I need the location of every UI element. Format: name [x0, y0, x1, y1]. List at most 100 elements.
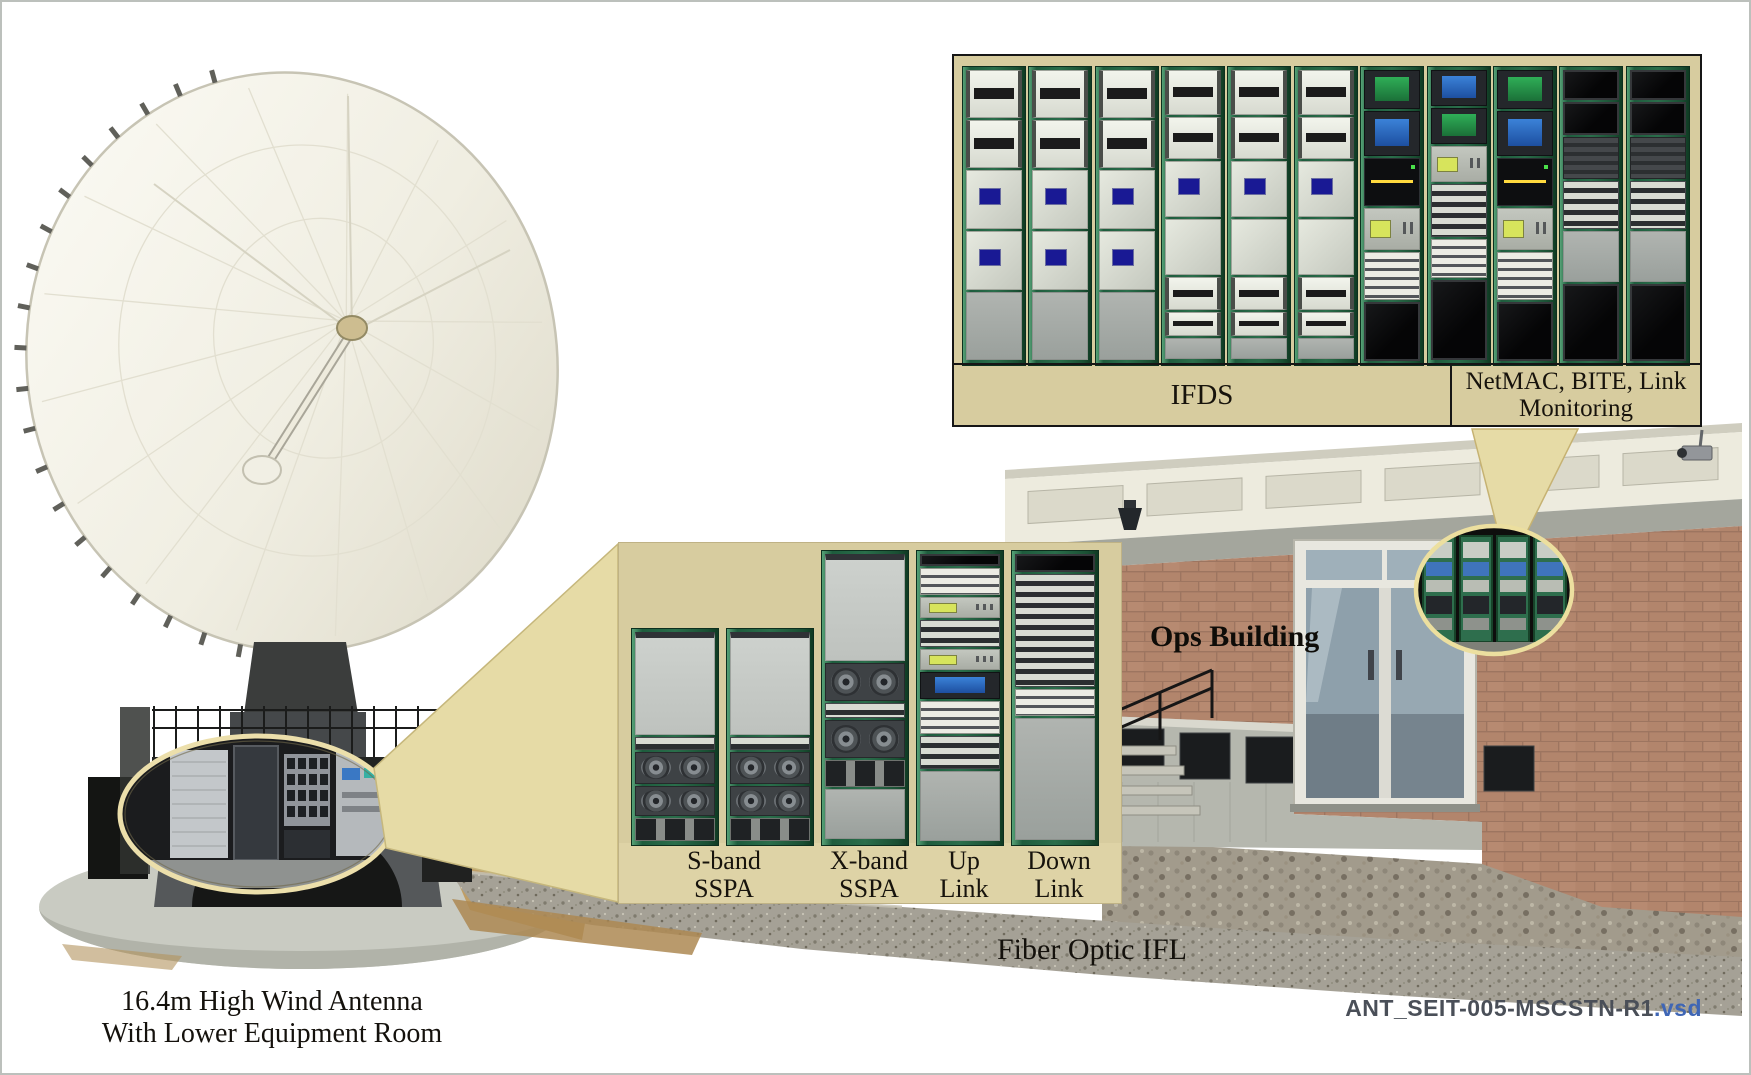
ifds-label: IFDS [954, 365, 1452, 425]
rack-module [1431, 239, 1487, 278]
rack-module [1231, 117, 1287, 159]
rack-module [1231, 277, 1287, 310]
rack-module [1364, 111, 1420, 156]
rack-module [730, 818, 810, 841]
rack-module [1165, 312, 1221, 336]
rack-module [1231, 312, 1287, 336]
rack-module [1015, 718, 1095, 840]
rack-module [1364, 70, 1420, 109]
equipment-rack-bay [1227, 66, 1291, 366]
rack-module [966, 70, 1022, 118]
rack-module [1630, 231, 1686, 282]
equipment-rack-bay [1626, 66, 1690, 366]
rack-module [1032, 292, 1088, 360]
antenna-feed [153, 95, 511, 485]
rack-module [1015, 574, 1095, 687]
equipment-room-inset [117, 733, 399, 895]
equipment-rack-bay [1559, 66, 1623, 366]
wall-lamp-icon [1118, 500, 1142, 530]
rack-module [1099, 70, 1155, 118]
rack-module [1630, 181, 1686, 229]
rack-module [1497, 208, 1553, 250]
rack-module [1032, 231, 1088, 290]
rack-module [825, 789, 905, 839]
rack-module [635, 737, 715, 750]
rack-module [1165, 338, 1221, 359]
security-camera-icon [1677, 429, 1713, 461]
rack-module [635, 786, 715, 816]
rack-module [920, 771, 1000, 841]
rack-module [966, 170, 1022, 229]
rack-module [1563, 231, 1619, 282]
rack-module [1630, 284, 1686, 361]
rack-module [1298, 161, 1354, 217]
rack-module [825, 663, 905, 701]
rack-module [1630, 137, 1686, 179]
rack-module [1431, 184, 1487, 237]
rack-module [1364, 302, 1420, 361]
antenna-caption-line1: 16.4m High Wind Antenna [121, 986, 423, 1017]
rack-module [1563, 70, 1619, 100]
rack-module [920, 672, 1000, 699]
rack-module [1431, 70, 1487, 106]
rack-module [635, 752, 715, 784]
rack-module [966, 120, 1022, 168]
rack-module [920, 649, 1000, 670]
antenna-caption-line2: With Lower Equipment Room [101, 1018, 443, 1049]
rack-module [635, 632, 715, 735]
rack-module [1231, 338, 1287, 359]
rack-module [966, 292, 1022, 360]
rack-module [1298, 277, 1354, 310]
antenna-caption: 16.4m High Wind Antenna With Lower Equip… [72, 986, 472, 1050]
rack-module [920, 554, 1000, 566]
rack-module [1630, 102, 1686, 135]
equipment-rack-bay [1360, 66, 1424, 366]
rack-module [1298, 312, 1354, 336]
drawing-filename: ANT_SEIT-005-MSCSTN-R1.vsd [1302, 995, 1702, 1022]
rack-module [1298, 70, 1354, 115]
rack-module [1431, 146, 1487, 182]
rack-module [920, 597, 1000, 618]
netmac-label: NetMAC, BITE, Link Monitoring [1452, 365, 1700, 425]
rack-module [1032, 170, 1088, 229]
equipment-rack-bay [1011, 550, 1099, 846]
equipment-rack-bay [1493, 66, 1557, 366]
rack-module [1497, 158, 1553, 206]
filename-extension: .vsd [1653, 995, 1702, 1021]
equipment-rack-bay [962, 66, 1026, 366]
filename-base: ANT_SEIT-005-MSCSTN-R1 [1345, 995, 1654, 1021]
rack-module [1165, 219, 1221, 275]
equipment-rack-bay [726, 628, 814, 846]
equipment-rack-bay [1427, 66, 1491, 366]
ifds-rack-row [962, 66, 1692, 366]
antenna-dish [14, 69, 559, 665]
rack-module [1630, 70, 1686, 100]
rack-module [1431, 108, 1487, 144]
rack-module [1015, 689, 1095, 716]
rack-module [730, 632, 810, 735]
equipment-rack-bay [1294, 66, 1358, 366]
rack-module [1099, 231, 1155, 290]
rack-module [825, 720, 905, 758]
rack-module [730, 786, 810, 816]
rack-module [920, 701, 1000, 734]
netmac-label-line1: NetMAC, BITE, Link [1465, 368, 1687, 395]
rack-module [1015, 554, 1095, 572]
rack-module [1099, 292, 1155, 360]
rack-module [1165, 277, 1221, 310]
rack-module [1563, 102, 1619, 135]
equipment-rack-bay [916, 550, 1004, 846]
callout-wedge-netmac [1471, 428, 1580, 573]
rack-module [1563, 284, 1619, 361]
rack-module [825, 760, 905, 787]
equipment-rack-bay [821, 550, 909, 846]
rack-module [1165, 70, 1221, 115]
rack-module [1099, 120, 1155, 168]
rack-module [1497, 111, 1553, 156]
equipment-rack-bay [1028, 66, 1092, 366]
rack-module [1165, 117, 1221, 159]
